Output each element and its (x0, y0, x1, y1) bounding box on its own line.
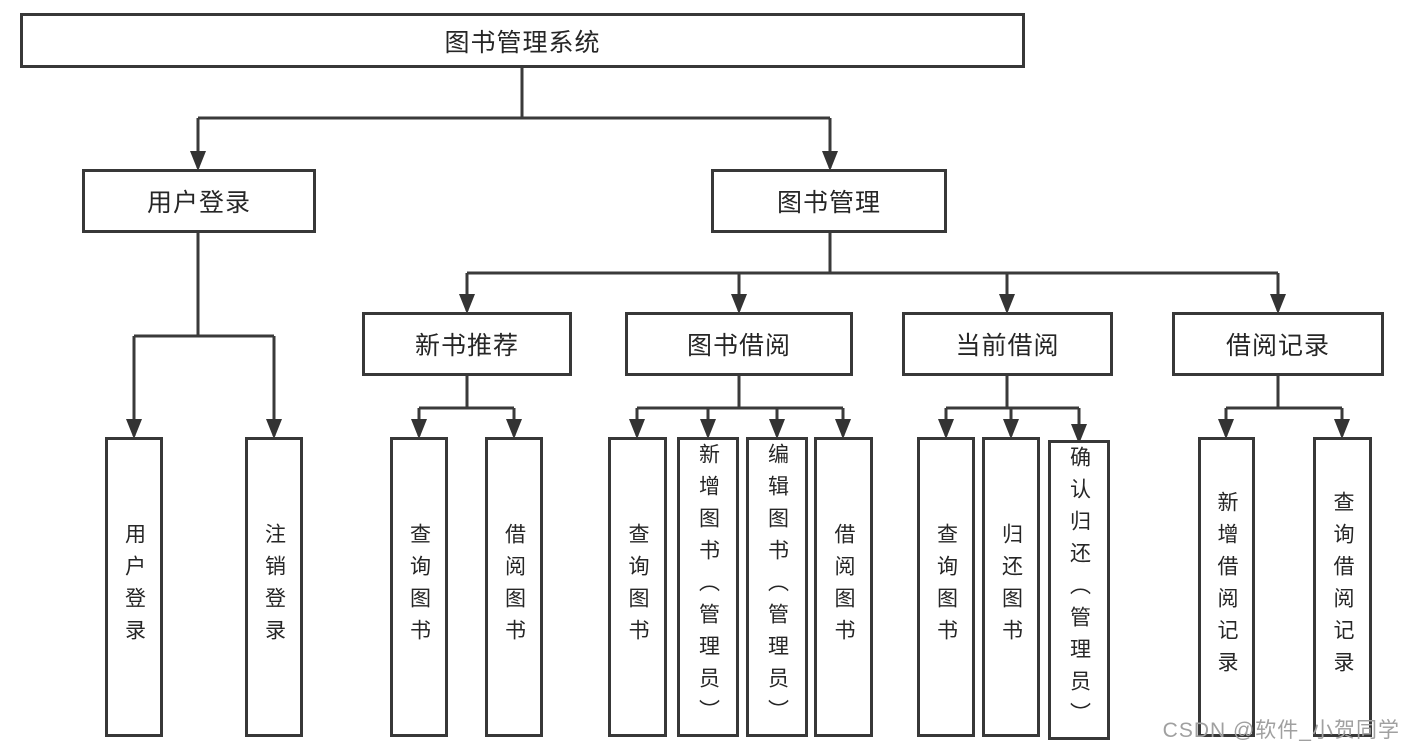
node-leaf-label: 借阅图书 (502, 523, 526, 651)
node-leaf-label: 确认归还（管理员） (1067, 446, 1091, 734)
node-user-login: 用户登录 (82, 169, 316, 233)
node-new-book-recommendation: 新书推荐 (362, 312, 572, 376)
node-leaf-return-books: 归还图书 (982, 437, 1040, 737)
arrow-down-icon (1071, 424, 1087, 444)
node-leaf-label: 编辑图书（管理员） (765, 443, 789, 731)
node-leaf-label: 查询图书 (626, 523, 649, 651)
node-leaf-logout-label: 注销登录 (262, 523, 286, 651)
node-leaf-query-books-recommend: 查询图书 (390, 437, 448, 737)
arrow-down-icon (1003, 419, 1019, 439)
arrow-down-icon (822, 151, 838, 171)
node-current-borrowing: 当前借阅 (902, 312, 1113, 376)
arrow-down-icon (700, 419, 716, 439)
node-leaf-add-borrow-record: 新增借阅记录 (1198, 437, 1255, 737)
arrow-down-icon (731, 294, 747, 314)
node-leaf-user-login-label: 用户登录 (122, 523, 146, 651)
node-leaf-confirm-return-admin: 确认归还（管理员） (1048, 440, 1110, 740)
node-leaf-add-books-admin: 新增图书（管理员） (677, 437, 739, 737)
arrowhead-icons (126, 151, 1350, 444)
arrow-down-icon (1218, 419, 1234, 439)
node-leaf-edit-books-admin: 编辑图书（管理员） (746, 437, 808, 737)
node-leaf-label: 归还图书 (999, 523, 1023, 651)
node-leaf-label: 新增图书（管理员） (696, 443, 720, 731)
arrow-down-icon (266, 419, 282, 439)
node-borrowing-records: 借阅记录 (1172, 312, 1384, 376)
node-leaf-query-books-current: 查询图书 (917, 437, 975, 737)
node-leaf-query-books-borrow: 查询图书 (608, 437, 667, 737)
csdn-watermark: CSDN @软件_小贺同学 (1162, 719, 1400, 742)
node-leaf-label: 查询图书 (407, 523, 431, 651)
node-leaf-user-login: 用户登录 (105, 437, 163, 737)
arrow-down-icon (629, 419, 645, 439)
arrow-down-icon (769, 419, 785, 439)
node-leaf-query-borrow-record: 查询借阅记录 (1313, 437, 1372, 737)
node-book-borrowing: 图书借阅 (625, 312, 853, 376)
node-leaf-label: 查询借阅记录 (1331, 491, 1354, 683)
node-root: 图书管理系统 (20, 13, 1025, 68)
arrow-down-icon (1334, 419, 1350, 439)
arrow-down-icon (459, 294, 475, 314)
node-leaf-logout: 注销登录 (245, 437, 303, 737)
arrow-down-icon (938, 419, 954, 439)
node-book-management: 图书管理 (711, 169, 947, 233)
arrow-down-icon (411, 419, 427, 439)
node-leaf-label: 新增借阅记录 (1215, 491, 1238, 683)
arrow-down-icon (506, 419, 522, 439)
arrow-down-icon (835, 419, 851, 439)
node-leaf-borrow-books-recommend: 借阅图书 (485, 437, 543, 737)
arrow-down-icon (126, 419, 142, 439)
node-leaf-label: 借阅图书 (832, 523, 855, 651)
arrow-down-icon (1270, 294, 1286, 314)
tree-edges (132, 68, 1344, 442)
node-leaf-borrow-books: 借阅图书 (814, 437, 873, 737)
arrow-down-icon (190, 151, 206, 171)
node-leaf-label: 查询图书 (934, 523, 958, 651)
arrow-down-icon (999, 294, 1015, 314)
